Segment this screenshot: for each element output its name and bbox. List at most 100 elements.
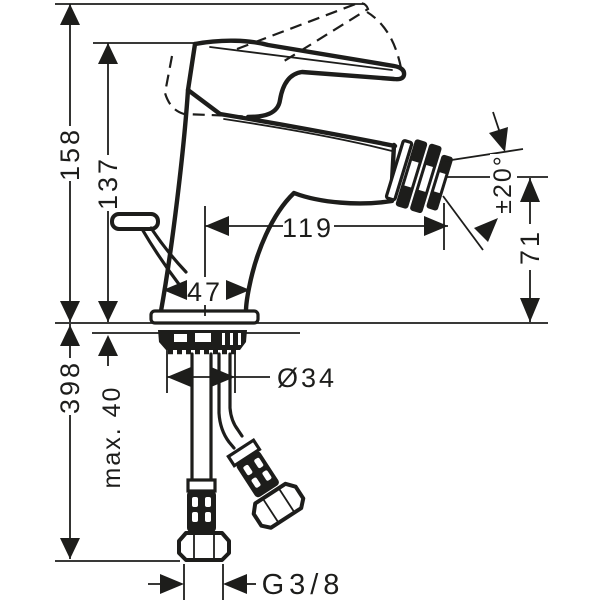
hose-collar bbox=[226, 437, 262, 468]
dimension-body-height-137: 137 bbox=[92, 43, 123, 322]
arrowhead-angle-lower bbox=[474, 218, 498, 242]
upper-swivel-line bbox=[444, 148, 524, 162]
arrowhead-up bbox=[60, 4, 80, 25]
hex-nut bbox=[251, 481, 306, 530]
dimension-spout-reach-119: 119 bbox=[204, 203, 448, 316]
pop-up-rod-knob bbox=[110, 212, 160, 231]
label-backdrop bbox=[490, 154, 517, 214]
arrowhead-right bbox=[424, 216, 448, 236]
dimension-outlet-height-71: 71 bbox=[515, 178, 545, 322]
hose-angled-end bbox=[226, 437, 306, 530]
aerator-outlet bbox=[384, 139, 453, 214]
hose-braid bbox=[187, 491, 216, 532]
raised-handle-base-outline bbox=[163, 55, 262, 119]
nut-facet bbox=[278, 488, 295, 512]
dimension-base-width-47: 47 bbox=[163, 277, 250, 307]
braid-slot bbox=[251, 477, 261, 488]
dimension-total-height-158: 158 bbox=[54, 4, 85, 322]
dimension-label: 158 bbox=[55, 127, 85, 181]
arrowhead-right bbox=[226, 280, 250, 300]
spout-top-inner-line bbox=[223, 118, 393, 152]
arrowhead-right bbox=[160, 574, 184, 594]
flange-hatch-1 bbox=[222, 333, 225, 345]
faucet-body bbox=[149, 87, 398, 325]
arrowhead-left bbox=[205, 216, 229, 236]
dimension-max-mounting-thickness: max. 40 bbox=[98, 335, 126, 488]
lever-outline bbox=[192, 38, 407, 120]
handle-base-outline bbox=[185, 41, 223, 117]
arrowhead-up bbox=[98, 335, 118, 356]
lever-inner-line bbox=[209, 46, 393, 71]
aerator-end-slot bbox=[433, 172, 446, 194]
arrowhead-left bbox=[223, 574, 247, 594]
dimension-label: G3/8 bbox=[262, 569, 345, 600]
dimension-label: max. 40 bbox=[98, 386, 126, 489]
arrowhead-up bbox=[60, 325, 80, 346]
dimension-hose-length-398: 398 bbox=[54, 324, 85, 559]
reference-lines bbox=[55, 3, 548, 562]
label-backdrop bbox=[92, 155, 123, 211]
braid-slot bbox=[254, 457, 264, 469]
flange-hatch-2 bbox=[230, 333, 233, 345]
pop-up-rod-lower-curve bbox=[140, 227, 183, 289]
handle-lever bbox=[185, 38, 407, 120]
braid-slot bbox=[243, 464, 253, 476]
label-backdrop bbox=[283, 213, 334, 241]
dimension-label: 398 bbox=[55, 360, 85, 414]
dimension-connection-thread: G3/8 bbox=[148, 564, 345, 600]
dimension-label: 137 bbox=[93, 156, 123, 210]
dimension-label: ±20° bbox=[489, 154, 517, 214]
mounting-flange bbox=[158, 330, 247, 355]
nut-facet bbox=[262, 499, 279, 523]
aerator-ring-2-slot bbox=[418, 164, 433, 192]
arrowhead-up bbox=[98, 43, 118, 64]
lower-swivel-line bbox=[442, 195, 484, 251]
body-left-edge bbox=[158, 87, 191, 314]
dimension-shank-diameter-34: Ø34 bbox=[166, 350, 337, 393]
hose-collar bbox=[186, 478, 217, 493]
braid-slot bbox=[205, 512, 211, 522]
braid-slot bbox=[262, 470, 272, 481]
pop-up-rod-upper-curve bbox=[149, 226, 188, 274]
label-backdrop bbox=[54, 126, 85, 181]
faucet-drawing bbox=[110, 2, 453, 562]
arrowhead-down bbox=[98, 301, 118, 322]
supply-hose-straight bbox=[177, 352, 231, 562]
spout-top-edge bbox=[217, 111, 398, 149]
flange-hatch-3 bbox=[238, 333, 241, 345]
hex-nut bbox=[177, 531, 231, 562]
arrowhead-right bbox=[211, 367, 235, 387]
dimension-label: Ø34 bbox=[277, 363, 337, 393]
pop-up-rod bbox=[110, 212, 188, 289]
dimension-outlet-angle: ±20° bbox=[442, 111, 548, 251]
spout-underside-and-right-edge bbox=[243, 190, 395, 314]
braid-slot bbox=[205, 497, 211, 507]
dimension-label: 71 bbox=[515, 229, 545, 265]
aerator-collar bbox=[384, 139, 414, 202]
supply-hose-angled bbox=[217, 352, 306, 530]
label-backdrop bbox=[516, 224, 544, 270]
upper-leader bbox=[492, 111, 501, 134]
hose-braid bbox=[236, 451, 279, 498]
flange-slot-1 bbox=[174, 334, 187, 342]
label-backdrop bbox=[184, 277, 226, 305]
hose-tube-right-edge bbox=[228, 352, 244, 438]
arrowhead-left bbox=[163, 280, 187, 300]
arrowhead-left bbox=[167, 367, 191, 387]
hose-tube-left-edge bbox=[217, 352, 236, 450]
raised-handle-dashed-outline bbox=[163, 2, 403, 119]
raised-lever-outline bbox=[236, 2, 370, 64]
label-backdrop bbox=[54, 358, 85, 415]
flange-slot-2 bbox=[195, 333, 211, 342]
braid-slot bbox=[192, 512, 198, 522]
aerator-ring-1-slot bbox=[404, 160, 419, 188]
dimension-label: 119 bbox=[282, 213, 334, 243]
arrowhead-down bbox=[60, 301, 80, 322]
handle-swing-arc bbox=[366, 11, 403, 69]
arrowhead-up bbox=[520, 178, 540, 202]
arrowhead-down bbox=[60, 538, 80, 559]
arrowhead-down bbox=[520, 298, 540, 322]
arrowhead-angle-upper bbox=[489, 127, 508, 152]
